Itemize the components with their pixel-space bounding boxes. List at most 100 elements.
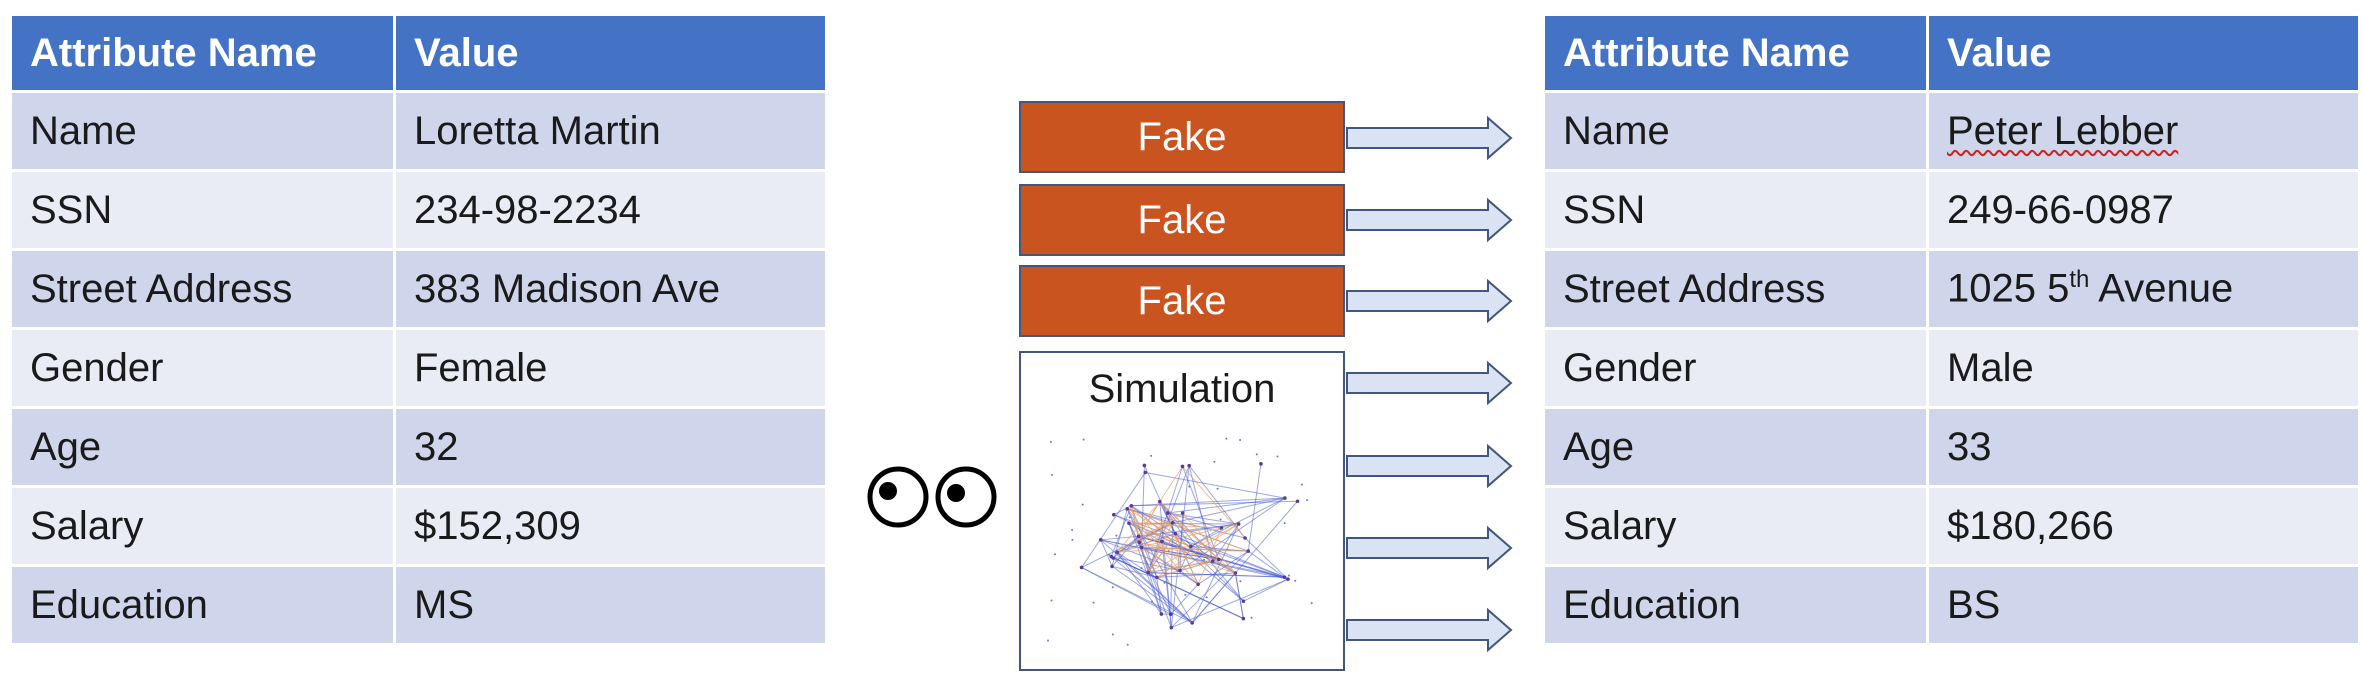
graph-edge (1170, 583, 1199, 615)
graph-edge (1141, 522, 1173, 548)
graph-node (1233, 571, 1238, 575)
graph-edge (1182, 512, 1236, 574)
graph-edge (1111, 508, 1128, 567)
value-cell: 383 Madison Ave (393, 248, 828, 330)
fake-label: Fake (1137, 197, 1227, 242)
graph-edge (1174, 533, 1181, 571)
graph-dot (1054, 553, 1057, 556)
synthetic-record-table: Attribute Name Value Name Peter Lebber S… (1542, 13, 2361, 646)
graph-dot (1205, 596, 1208, 599)
graph-edge (1179, 512, 1184, 571)
header-value: Value (1926, 13, 2361, 93)
header-attribute-name: Attribute Name (9, 13, 396, 93)
graph-node (1173, 531, 1178, 536)
graph-edge (1212, 523, 1240, 562)
graph-edge (1116, 523, 1239, 553)
attribute-cell: SSN (9, 169, 396, 251)
graph-dot (1294, 579, 1297, 582)
value-cell: $180,266 (1926, 485, 2361, 567)
graph-node (1236, 522, 1241, 526)
graph-node (1241, 599, 1246, 604)
graph-edge (1175, 533, 1285, 578)
table-row: Age 33 (1542, 406, 2361, 488)
graph-node (1286, 577, 1290, 581)
value-cell: 33 (1926, 406, 2361, 488)
attribute-cell: Salary (1542, 485, 1929, 567)
graph-edge (1190, 527, 1222, 547)
graph-node (1282, 575, 1287, 579)
graph-edge (1117, 545, 1191, 553)
graph-node (1125, 507, 1130, 511)
graph-node (1155, 575, 1159, 580)
graph-node (1241, 616, 1246, 621)
table-row: Name Peter Lebber (1542, 90, 2361, 172)
right-arrow-icon (1346, 443, 1513, 489)
graph-dot (1216, 487, 1219, 490)
value-cell: 1025 5th Avenue (1926, 248, 2361, 330)
graph-node (1137, 540, 1142, 545)
value-cell: Female (393, 327, 828, 409)
fake-label: Fake (1137, 114, 1227, 159)
graph-edge (1148, 558, 1219, 574)
graph-dot (1115, 534, 1118, 537)
attribute-cell: Gender (9, 327, 396, 409)
graph-node (1170, 521, 1175, 525)
graph-edge (1141, 465, 1145, 548)
graph-edge (1139, 522, 1173, 543)
graph-edge (1128, 522, 1192, 547)
value-cell: Male (1926, 327, 2361, 409)
graph-edge (1141, 547, 1181, 571)
graph-node (1295, 499, 1300, 504)
graph-edge (1126, 508, 1181, 571)
graph-dot (1071, 529, 1074, 532)
attribute-cell: Street Address (9, 248, 396, 330)
graph-node (1187, 463, 1191, 468)
graph-node (1259, 462, 1263, 466)
graph-node (1190, 621, 1194, 625)
value-superscript: th (2069, 266, 2090, 294)
graph-node (1243, 536, 1247, 540)
value-cell: BS (1926, 564, 2361, 646)
graph-edge (1159, 501, 1176, 534)
right-arrow-icon (1346, 607, 1513, 653)
right-arrow-icon (1346, 525, 1513, 571)
graph-dot (1108, 553, 1111, 556)
graph-edge (1188, 465, 1214, 562)
value-cell: 249-66-0987 (1926, 169, 2361, 251)
graph-edge (1131, 505, 1236, 574)
attribute-cell: Name (9, 90, 396, 172)
graph-node (1136, 534, 1141, 539)
graph-dot (1310, 602, 1313, 605)
right-arrow-icon (1346, 115, 1513, 161)
graph-node (1146, 570, 1151, 575)
value-cell: Loretta Martin (393, 90, 828, 172)
table-row: Street Address 383 Madison Ave (9, 248, 828, 330)
graph-edge (1111, 556, 1244, 619)
graph-edge (1113, 505, 1132, 516)
value-suffix: Avenue (2089, 266, 2234, 311)
graph-node (1166, 511, 1170, 515)
table-row: Name Loretta Martin (9, 90, 828, 172)
graph-edge (1167, 512, 1222, 529)
graph-edge (1159, 466, 1183, 502)
attribute-cell: SSN (1542, 169, 1929, 251)
graph-edge (1116, 551, 1149, 573)
graph-node (1246, 549, 1251, 553)
graph-dot (1111, 586, 1114, 589)
graph-dot (1188, 485, 1191, 488)
graph-dot (1047, 639, 1050, 642)
graph-edge (1147, 533, 1176, 573)
graph-node (1196, 582, 1200, 587)
graph-edge (1156, 572, 1236, 578)
graph-node (1143, 470, 1148, 475)
graph-dot (1150, 454, 1153, 457)
graph-dot (1167, 550, 1170, 553)
attribute-cell: Age (1542, 406, 1929, 488)
graph-dot (1163, 581, 1166, 584)
table-header-row: Attribute Name Value (9, 13, 828, 93)
value-cell: $152,309 (393, 485, 828, 567)
graph-dot (1092, 601, 1095, 604)
table-row: Education BS (1542, 564, 2361, 646)
graph-edge (1218, 559, 1236, 574)
network-graph-icon (1047, 437, 1313, 646)
